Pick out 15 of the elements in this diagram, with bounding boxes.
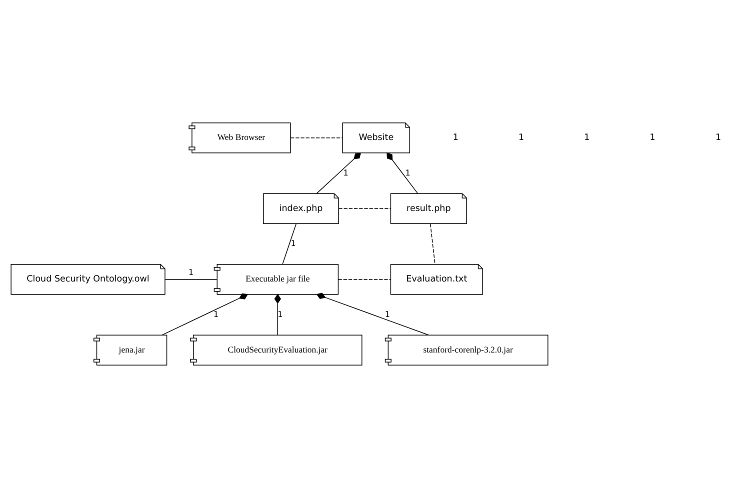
connector (274, 293, 282, 335)
label: 1 (584, 132, 590, 143)
connector (338, 278, 392, 280)
connector (386, 152, 418, 194)
label: 1 (452, 132, 458, 143)
connector (164, 278, 218, 280)
connector (290, 137, 343, 138)
connector (282, 222, 297, 264)
label: 1 (715, 132, 722, 143)
connector (162, 292, 248, 335)
label: 1 (650, 132, 656, 143)
connector (316, 292, 430, 335)
connector (430, 222, 436, 264)
connector (316, 152, 362, 194)
label: 1 (518, 132, 524, 143)
